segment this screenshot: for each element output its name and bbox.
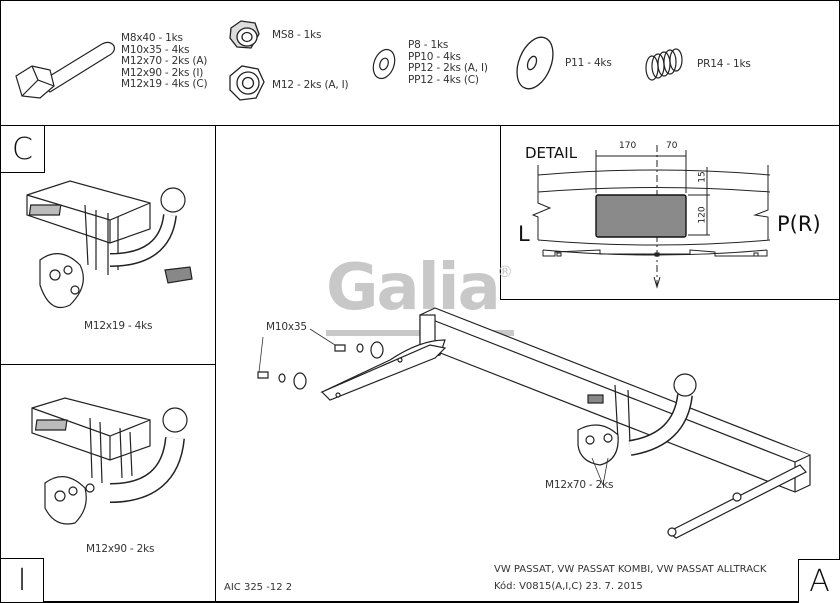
left-panels-divider bbox=[0, 364, 215, 365]
spring-icon bbox=[645, 48, 683, 81]
bolt-list: M8x40 - 1ks M10x35 - 4ks M12x70 - 2ks (A… bbox=[121, 32, 208, 90]
watermark-text: Galia bbox=[326, 251, 501, 325]
washer-line: PP12 - 4ks (C) bbox=[408, 73, 479, 86]
bumper-cutout-diagram bbox=[531, 145, 771, 289]
left-column-divider bbox=[215, 125, 216, 603]
dim-top-gap: 15 bbox=[697, 171, 708, 183]
panel-i-letter: I bbox=[17, 563, 27, 598]
bolt-icon bbox=[15, 41, 115, 99]
hex-nut-label: M12 - 2ks (A, I) bbox=[272, 79, 349, 91]
towbar-assembly-drawing bbox=[257, 307, 811, 539]
detail-box bbox=[500, 125, 839, 300]
parts-divider bbox=[0, 125, 840, 126]
large-washer-icon bbox=[516, 36, 554, 90]
dim-width-right: 70 bbox=[666, 141, 678, 151]
large-washer-label: P11 - 4ks bbox=[565, 57, 612, 69]
bolt-line: M12x90 - 2ks (I) bbox=[121, 66, 204, 79]
main-letter: A bbox=[809, 564, 830, 599]
dim-width-left: 170 bbox=[619, 141, 637, 151]
panel-c-letter: C bbox=[12, 131, 33, 167]
detail-title: DETAIL bbox=[525, 144, 578, 162]
main-hitch-callout: M12x70 - 2ks bbox=[545, 479, 614, 491]
vehicle-models: VW PASSAT, VW PASSAT KOMBI, VW PASSAT AL… bbox=[494, 564, 767, 575]
detail-right-label: P(R) bbox=[777, 212, 821, 236]
washer-line: PP10 - 4ks bbox=[408, 50, 461, 63]
brand-watermark: Galia bbox=[326, 256, 501, 320]
detail-left-label: L bbox=[518, 222, 530, 246]
towbar-variant-i-drawing bbox=[31, 397, 188, 525]
panel-i-callout: M12x90 - 2ks bbox=[86, 543, 155, 555]
product-code-date: Kód: V0815(A,I,C) 23. 7. 2015 bbox=[494, 581, 643, 592]
footer-divider bbox=[0, 601, 840, 602]
registered-mark: ® bbox=[497, 262, 513, 281]
washer-line: PP12 - 2ks (A, I) bbox=[408, 62, 488, 74]
dim-height: 120 bbox=[697, 206, 708, 224]
lock-nut-icon bbox=[229, 20, 260, 49]
lock-nut-label: MS8 - 1ks bbox=[272, 29, 322, 41]
bolt-line: M12x70 - 2ks (A) bbox=[121, 55, 208, 67]
panel-i-letter-box: I bbox=[0, 558, 44, 603]
main-letter-box: A bbox=[798, 559, 840, 603]
panel-c-letter-box: C bbox=[0, 125, 45, 173]
bolt-line: M12x19 - 4ks (C) bbox=[121, 78, 208, 90]
main-bolt-callout: M10x35 bbox=[266, 321, 307, 333]
towbar-variant-c-drawing bbox=[26, 180, 193, 309]
washer-line: P8 - 1ks bbox=[408, 39, 449, 51]
hex-nut-icon bbox=[229, 65, 265, 101]
washer-icon bbox=[372, 48, 396, 80]
bolt-line: M8x40 - 1ks bbox=[121, 32, 183, 44]
spring-label: PR14 - 1ks bbox=[697, 58, 751, 70]
washer-list: P8 - 1ks PP10 - 4ks PP12 - 2ks (A, I) PP… bbox=[408, 39, 488, 85]
drawing-number: AIC 325 -12 2 bbox=[224, 582, 293, 593]
panel-c-callout: M12x19 - 4ks bbox=[84, 320, 153, 332]
bolt-line: M10x35 - 4ks bbox=[121, 43, 190, 56]
